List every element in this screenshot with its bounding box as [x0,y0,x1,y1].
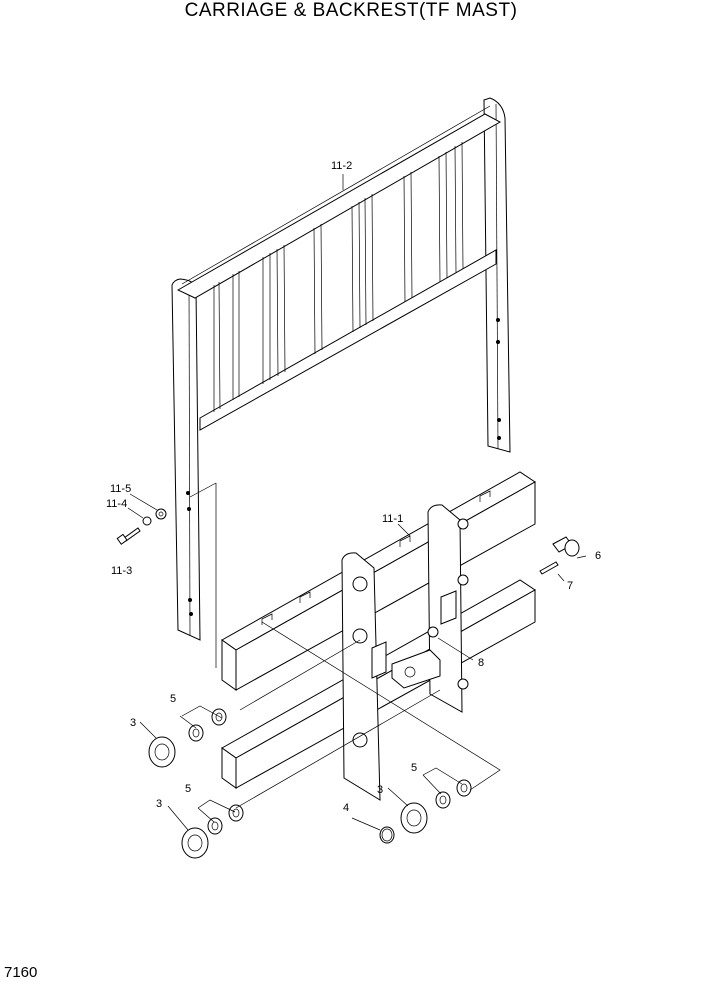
callout-shim-left-lower: 5 [185,783,191,795]
leader-lines [127,174,587,831]
callout-bolt-top: 11-3 [111,565,132,577]
callout-labels: 11-2 11-1 11-5 11-4 11-3 5 3 5 3 4 3 5 6… [106,160,601,814]
callout-side-roller: 6 [595,550,601,562]
page-number: 7160 [4,964,38,981]
callout-roller-left-upper: 3 [130,717,136,729]
backrest-frame [171,97,511,641]
callout-pin: 7 [567,580,573,592]
callout-washer-top: 11-5 [110,483,131,495]
callout-snap-ring: 4 [343,802,349,814]
callout-nut: 8 [478,657,484,669]
callout-lockwasher-top: 11-4 [106,498,127,510]
callout-shim-right: 5 [411,762,417,774]
callout-backrest: 11-2 [331,160,352,172]
page-title: CARRIAGE & BACKREST(TF MAST) [184,0,518,21]
hardware-parts [116,508,580,859]
callout-roller-right: 3 [377,784,383,796]
carriage-assembly [221,471,536,801]
callout-shim-left-upper: 5 [170,693,176,705]
callout-roller-left-lower: 3 [156,798,162,810]
callout-carriage: 11-1 [382,513,403,525]
